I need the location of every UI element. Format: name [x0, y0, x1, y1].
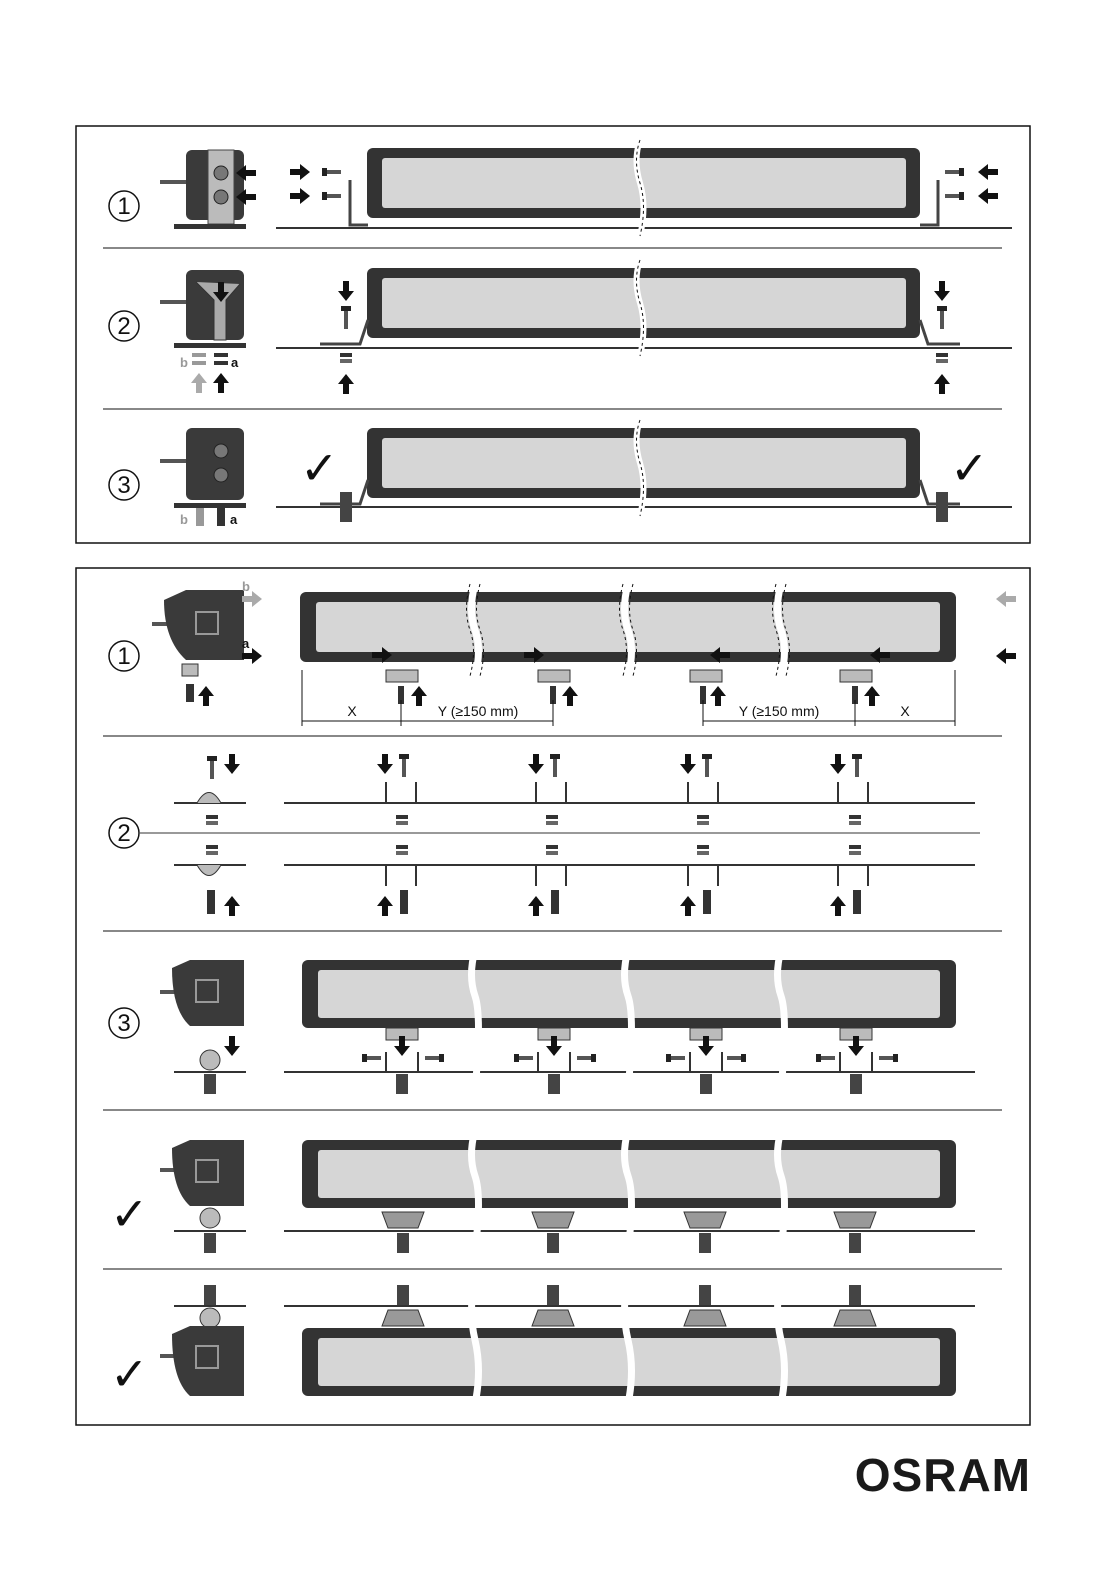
svg-text:1: 1: [117, 643, 130, 670]
svg-text:✓: ✓: [110, 1187, 149, 1241]
panel-b-step-2-brackets: [174, 754, 975, 916]
dimension-x-right: X: [900, 703, 910, 719]
svg-text:b: b: [180, 512, 188, 527]
panel-a-step-1-light-bar: [276, 140, 1012, 236]
panel-a-step-2-side-view: b a: [160, 270, 246, 393]
panel-b-step-3-assembly: [160, 950, 975, 1094]
panel-b-step-4-check: ✓: [110, 1187, 149, 1241]
svg-text:3: 3: [117, 1010, 130, 1037]
panel-a-step-1-side-view: [160, 150, 256, 229]
panel-b-step-5-mounted-above: [160, 1280, 975, 1404]
panel-b-step-5-check: ✓: [110, 1347, 149, 1401]
dimension-x-left: X: [347, 703, 357, 719]
svg-text:a: a: [230, 512, 238, 527]
dimension-y-right: Y (≥150 mm): [739, 703, 820, 719]
panel-a-step-3-check-left: ✓: [300, 441, 339, 495]
svg-text:3: 3: [117, 472, 130, 499]
panel-a-step-3-side-view: b a: [160, 428, 246, 527]
panel-b-step-1-side-view: [152, 590, 244, 706]
panel-a-step-1-number: 1: [109, 191, 139, 221]
panel-b-step-3-number: 3: [109, 1008, 139, 1038]
panel-a-step-3-light-bar: [276, 420, 1012, 522]
panel-a-step-3-number: 3: [109, 470, 139, 500]
svg-text:b: b: [242, 579, 250, 594]
panel-b-step-1-light-bar: a b: [242, 579, 1016, 706]
svg-text:a: a: [242, 636, 250, 651]
svg-text:1: 1: [117, 193, 130, 220]
dimension-y-left: Y (≥150 mm): [438, 703, 519, 719]
panel-a-step-2-light-bar: [276, 260, 1012, 394]
panel-a-step-3-check-right: ✓: [950, 441, 989, 495]
svg-text:✓: ✓: [950, 441, 989, 495]
panel-b-step-4-mounted-below: [160, 1130, 975, 1253]
svg-text:2: 2: [117, 313, 130, 340]
svg-text:a: a: [231, 355, 239, 370]
svg-text:✓: ✓: [300, 441, 339, 495]
svg-text:✓: ✓: [110, 1347, 149, 1401]
svg-text:b: b: [180, 355, 188, 370]
panel-a-step-2-number: 2: [109, 311, 139, 341]
svg-text:2: 2: [117, 820, 130, 847]
osram-logo: OSRAM: [855, 1448, 1031, 1502]
panel-b-step-1-number: 1: [109, 641, 139, 671]
